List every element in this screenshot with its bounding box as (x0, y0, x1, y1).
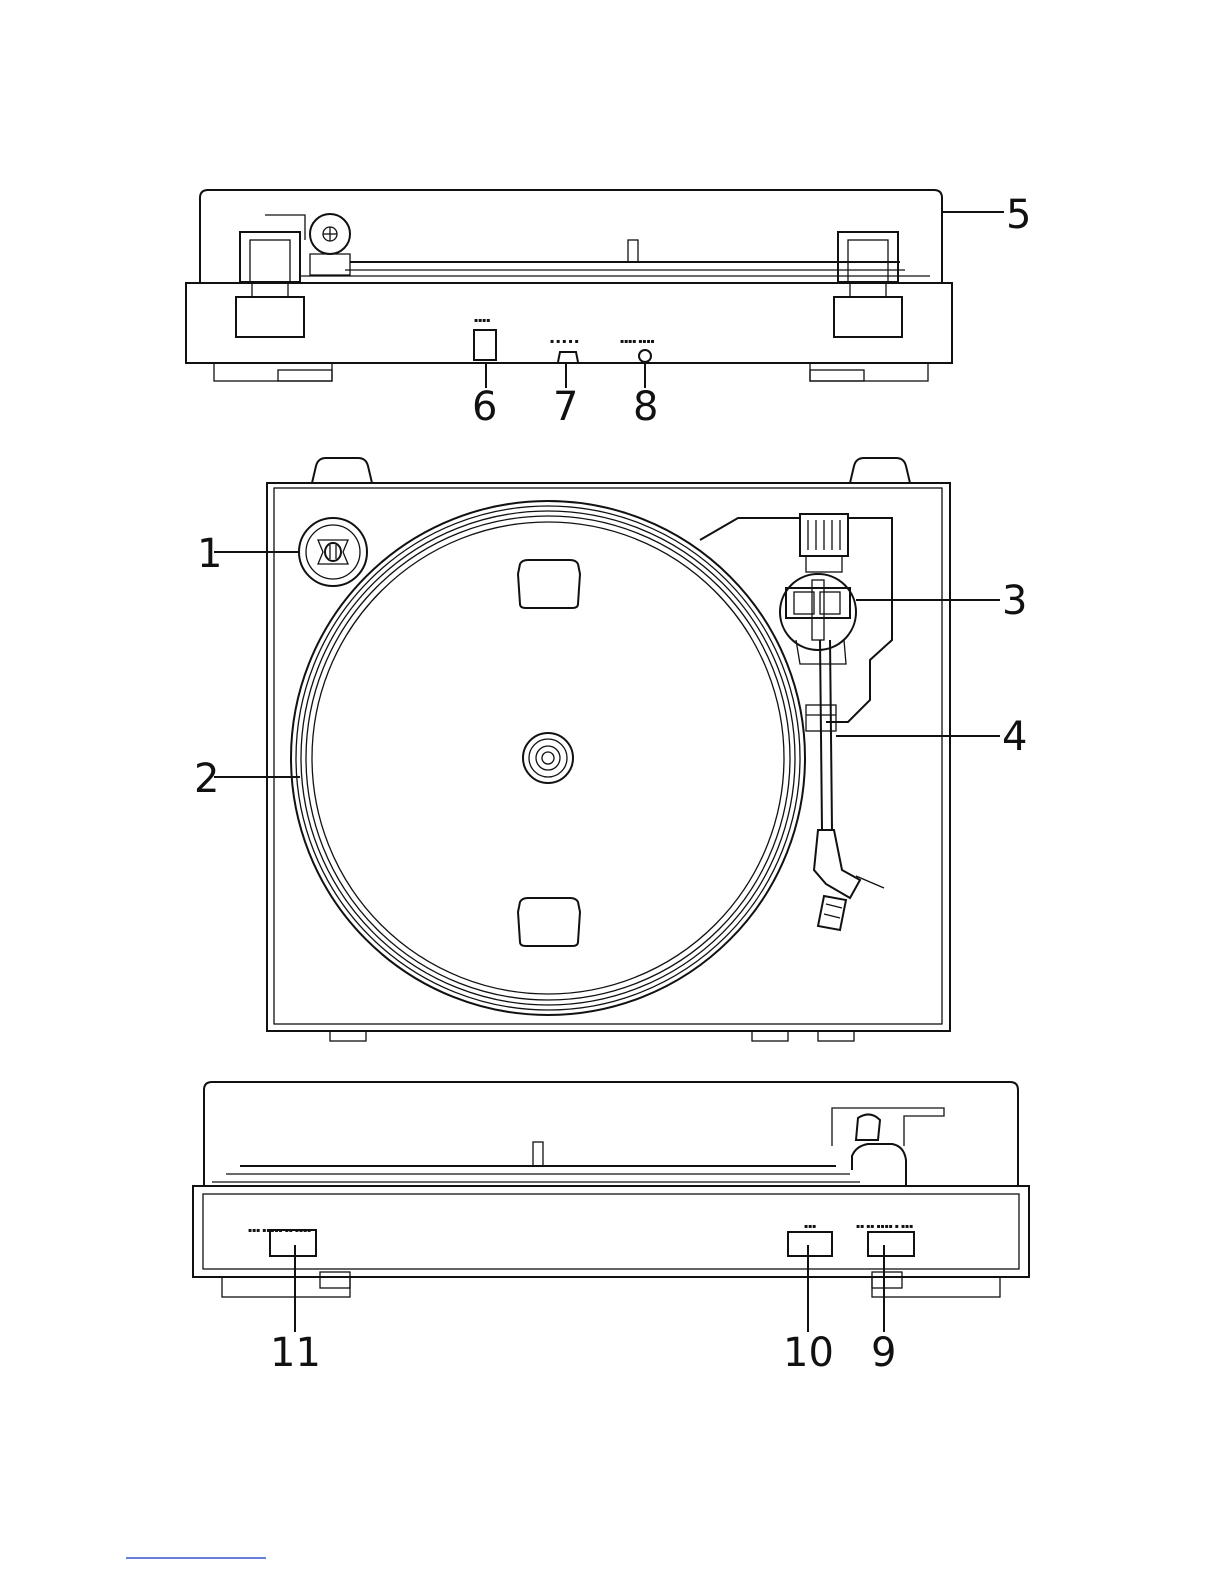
rear-jack-8 (639, 350, 651, 362)
svg-text:▪▪ ▪▪ ▪▪▪▪ ▪ ▪▪▪: ▪▪ ▪▪ ▪▪▪▪ ▪ ▪▪▪ (856, 1223, 913, 1230)
hinge-tab-left (312, 458, 372, 483)
front-view: ▪▪▪ ▪▪▪▪▪ ▪▪ ▪▪▪▪ ▪▪▪ ▪▪ ▪▪ ▪▪▪▪ ▪ ▪▪▪ 1… (193, 1082, 1029, 1376)
tonearm-pivot (780, 574, 856, 664)
control-9 (868, 1232, 914, 1256)
top-view: 1 2 3 4 (194, 458, 1027, 1041)
rear-foot-right (810, 363, 928, 381)
callout-7: 7 (553, 384, 578, 430)
tonearm (806, 640, 884, 930)
control-10 (788, 1232, 832, 1256)
counterweight (800, 514, 848, 572)
front-foot-left (222, 1277, 350, 1297)
callout-1: 1 (197, 531, 222, 577)
svg-text:▪▪▪▪: ▪▪▪▪ (474, 317, 490, 324)
rear-foot-left (214, 363, 332, 381)
platter (291, 501, 805, 1015)
svg-text:▪▪▪: ▪▪▪ (804, 1223, 816, 1230)
headshell (814, 830, 860, 898)
callout-3: 3 (1002, 578, 1027, 624)
callout-9: 9 (871, 1330, 896, 1376)
rear-switch-7 (558, 352, 578, 362)
platter-window-top (518, 560, 580, 608)
plinth (267, 483, 950, 1031)
dust-cover-rear (200, 190, 942, 283)
rear-hinge-left (236, 232, 304, 337)
hinge-tab-right (850, 458, 910, 483)
rear-view: ▪▪▪▪ ▪ ▪ ▪ ▪ ▪ ▪▪▪▪ ▪▪▪▪ 6 7 8 5 (186, 190, 1031, 430)
rear-connector-6 (474, 330, 496, 360)
callout-4: 4 (1002, 714, 1027, 760)
callout-10: 10 (783, 1330, 834, 1376)
platter-window-bottom (518, 898, 580, 946)
dust-cover-front (204, 1082, 1018, 1186)
callout-11: 11 (270, 1330, 321, 1376)
adapter-45rpm (299, 518, 367, 586)
callout-8: 8 (633, 384, 658, 430)
rear-hinge-right (834, 232, 902, 337)
spindle (523, 733, 573, 783)
callout-5: 5 (1006, 192, 1031, 238)
front-foot-right (872, 1277, 1000, 1297)
callout-2: 2 (194, 756, 219, 802)
svg-text:▪▪▪▪ ▪▪▪▪: ▪▪▪▪ ▪▪▪▪ (620, 338, 655, 345)
callout-6: 6 (472, 384, 497, 430)
svg-text:▪ ▪ ▪ ▪ ▪: ▪ ▪ ▪ ▪ ▪ (550, 338, 579, 345)
